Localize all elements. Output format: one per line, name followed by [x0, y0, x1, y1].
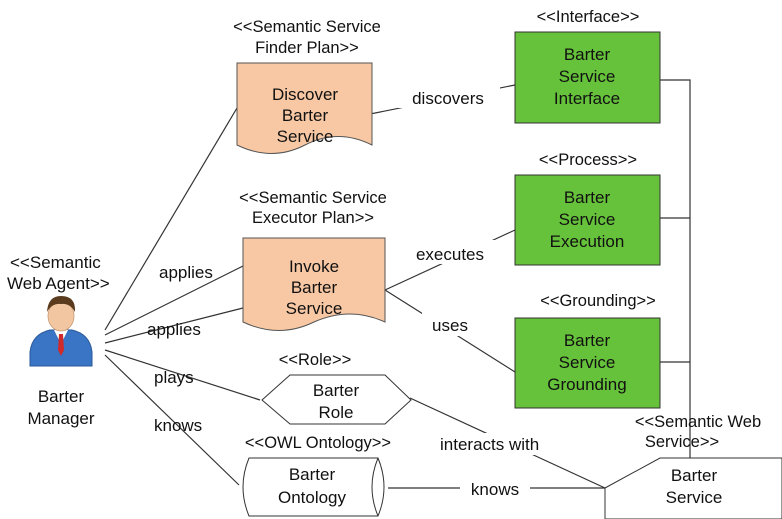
finder-plan-label-line-3: Service — [277, 127, 334, 146]
interface-label-line-1: Barter — [564, 45, 611, 64]
user-avatar-icon — [29, 296, 93, 367]
web-service-stereotype-line-1: <<Semantic Web — [635, 413, 761, 431]
web-service-label-line-1: Barter — [671, 466, 718, 485]
actor-barter-manager: <<Semantic Web Agent>> Barter Manager — [7, 253, 110, 428]
edge-agent-executor-1 — [104, 265, 244, 336]
edge-agent-ontology — [104, 354, 240, 486]
grounding-label-line-1: Barter — [564, 331, 611, 350]
grounding-label-line-2: Service — [559, 353, 616, 372]
ontology-label-line-2: Ontology — [278, 488, 347, 507]
process-label-line-1: Barter — [564, 188, 611, 207]
edge-label-knows-1: knows — [154, 416, 202, 435]
interface-label-line-3: Interface — [554, 89, 620, 108]
edge-agent-executor-2 — [104, 307, 244, 344]
edge-label-knows-2: knows — [471, 480, 519, 499]
ontology-label-line-1: Barter — [289, 465, 336, 484]
interface-box — [514, 31, 661, 124]
edge-interface-service — [660, 79, 691, 488]
process-label-line-2: Service — [559, 210, 616, 229]
process-stereotype: <<Process>> — [539, 151, 637, 169]
role-barter-role: <<Role>> Barter Role — [261, 351, 412, 425]
edge-label-uses: uses — [432, 316, 468, 335]
role-label-line-1: Barter — [313, 381, 360, 400]
plan-discover-barter-service: <<Semantic Service Finder Plan>> Discove… — [233, 18, 381, 154]
edge-label-discovers: discovers — [412, 89, 484, 108]
executor-plan-stereotype-line-2: Executor Plan>> — [252, 209, 374, 227]
edge-label-applies-2: applies — [147, 320, 201, 339]
actor-name-line-2: Manager — [27, 409, 94, 428]
process-box — [514, 174, 661, 266]
edge-label-interacts-with: interacts with — [440, 435, 539, 454]
finder-plan-stereotype-line-1: <<Semantic Service — [233, 18, 381, 36]
actor-name-line-1: Barter — [38, 387, 85, 406]
web-service-stereotype-line-2: Service>> — [645, 433, 719, 451]
interface-label-line-2: Service — [559, 67, 616, 86]
edge-agent-finder — [104, 107, 238, 331]
edge-labels: discovers executes uses applies applies … — [147, 86, 578, 500]
executor-plan-stereotype-line-1: <<Semantic Service — [239, 189, 387, 207]
component-barter-service-execution: <<Process>> Barter Service Execution — [514, 151, 661, 266]
interface-stereotype: <<Interface>> — [537, 8, 640, 26]
actor-stereotype-line-1: <<Semantic — [10, 253, 101, 272]
executor-plan-label-line-3: Service — [286, 299, 343, 318]
edge-label-executes: executes — [416, 245, 484, 264]
process-label-line-3: Execution — [550, 232, 625, 251]
finder-plan-stereotype-line-2: Finder Plan>> — [255, 39, 359, 57]
edge-label-plays: plays — [154, 368, 194, 387]
actor-stereotype-line-2: Web Agent>> — [7, 274, 110, 293]
ontology-cylinder-rim — [371, 457, 379, 517]
finder-plan-label-line-2: Barter — [282, 106, 329, 125]
executor-plan-shape — [242, 237, 386, 331]
finder-plan-label-line-1: Discover — [272, 85, 338, 104]
web-service-label-line-2: Service — [666, 488, 723, 507]
edge-agent-role — [104, 349, 261, 401]
executor-plan-label-line-2: Barter — [291, 278, 338, 297]
role-stereotype: <<Role>> — [279, 351, 351, 369]
ontology-stereotype: <<OWL Ontology>> — [245, 434, 391, 452]
role-label-line-2: Role — [319, 403, 354, 422]
component-barter-service-grounding: <<Grounding>> Barter Service Grounding — [514, 292, 661, 409]
finder-plan-shape — [236, 62, 373, 154]
grounding-box — [514, 317, 661, 409]
web-service-shape — [604, 457, 782, 519]
plan-invoke-barter-service: <<Semantic Service Executor Plan>> Invok… — [239, 189, 387, 331]
ontology-barter-ontology: <<OWL Ontology>> Barter Ontology — [242, 434, 391, 517]
role-hexagon — [261, 374, 412, 425]
edge-label-applies-1: applies — [159, 263, 213, 282]
component-barter-service-interface: <<Interface>> Barter Service Interface — [514, 8, 661, 124]
executor-plan-label-line-1: Invoke — [289, 257, 339, 276]
grounding-stereotype: <<Grounding>> — [540, 292, 656, 310]
grounding-label-line-3: Grounding — [547, 375, 626, 394]
web-service-barter-service: <<Semantic Web Service>> Barter Service — [604, 413, 782, 519]
